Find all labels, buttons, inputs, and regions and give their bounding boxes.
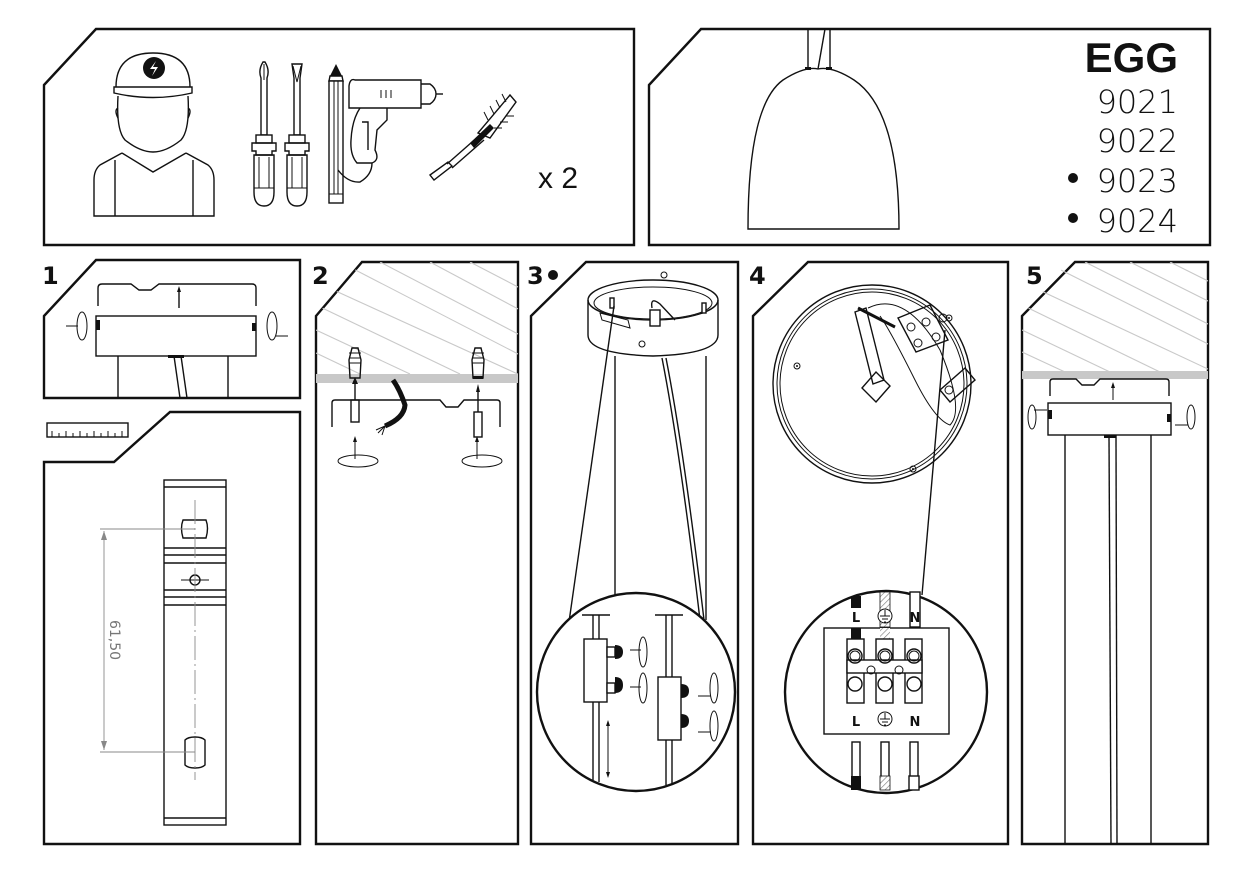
earth-icon xyxy=(877,711,893,727)
rotate-arrow-left xyxy=(337,436,379,468)
tools-panel: x 2 xyxy=(42,27,636,247)
model-code: 9024 xyxy=(1097,202,1178,240)
step-1-panel: 1 xyxy=(42,258,302,400)
dimension-label: 61,50 xyxy=(106,620,122,660)
ceiling-hatch xyxy=(316,262,518,383)
step-2-panel: 2 xyxy=(312,260,520,846)
model-marker xyxy=(1068,173,1078,183)
model-list: 9021 9022 9023 9024 xyxy=(1068,83,1178,240)
drill-icon xyxy=(337,78,443,183)
step-3-panel: 3 xyxy=(527,260,740,846)
model-code: 9023 xyxy=(1097,162,1178,200)
canopy-attached xyxy=(1027,378,1196,438)
wall-plug-screw-icon: x 2 xyxy=(428,93,578,195)
terminal-block-detail: L N L N xyxy=(783,589,989,795)
mounting-bracket xyxy=(331,399,501,427)
canopy-underside xyxy=(772,284,976,484)
step-4-panel: 4 L xyxy=(749,260,1010,846)
wall-plug-left xyxy=(348,347,362,423)
ceiling-hatch xyxy=(1022,262,1208,379)
pencil-icon xyxy=(328,64,344,204)
model-code: 9021 xyxy=(1097,83,1178,121)
step-number: 4 xyxy=(749,262,766,290)
product-title: EGG xyxy=(1085,34,1178,81)
step-number: 1 xyxy=(42,262,59,290)
flat-screwdriver-icon xyxy=(284,63,310,207)
step-marker xyxy=(548,270,558,280)
ruler-icon xyxy=(46,422,129,438)
canopy-3d xyxy=(587,271,719,357)
step-number: 3 xyxy=(527,262,544,290)
step-number: 2 xyxy=(312,262,329,290)
electrician-icon xyxy=(93,52,215,217)
terminal-label-live: L xyxy=(852,715,860,730)
drilling-template-panel: 61,50 xyxy=(42,410,302,846)
callout-line xyxy=(921,329,946,596)
terminal-label-neutral: N xyxy=(910,611,921,626)
earth-icon xyxy=(877,608,893,624)
cord-grip-detail xyxy=(535,591,737,793)
callout-line xyxy=(564,305,615,651)
step-5-panel: 5 xyxy=(1020,260,1210,846)
phillips-screwdriver-icon xyxy=(251,61,277,207)
terminal-label-live: L xyxy=(852,611,860,626)
bracket-template: 61,50 xyxy=(100,479,227,826)
wall-plug-right xyxy=(471,347,485,438)
pendant-lamp-illustration xyxy=(747,28,900,230)
canopy-bracket-removal xyxy=(66,283,288,399)
model-code: 9022 xyxy=(1097,122,1178,160)
plug-quantity: x 2 xyxy=(538,162,578,195)
step-number: 5 xyxy=(1026,262,1043,290)
power-cable xyxy=(383,378,408,429)
model-marker xyxy=(1068,213,1078,223)
product-panel: EGG 9021 9022 9023 9024 xyxy=(647,27,1212,247)
terminal-label-neutral: N xyxy=(910,715,921,730)
rotate-arrow-right xyxy=(461,436,503,468)
